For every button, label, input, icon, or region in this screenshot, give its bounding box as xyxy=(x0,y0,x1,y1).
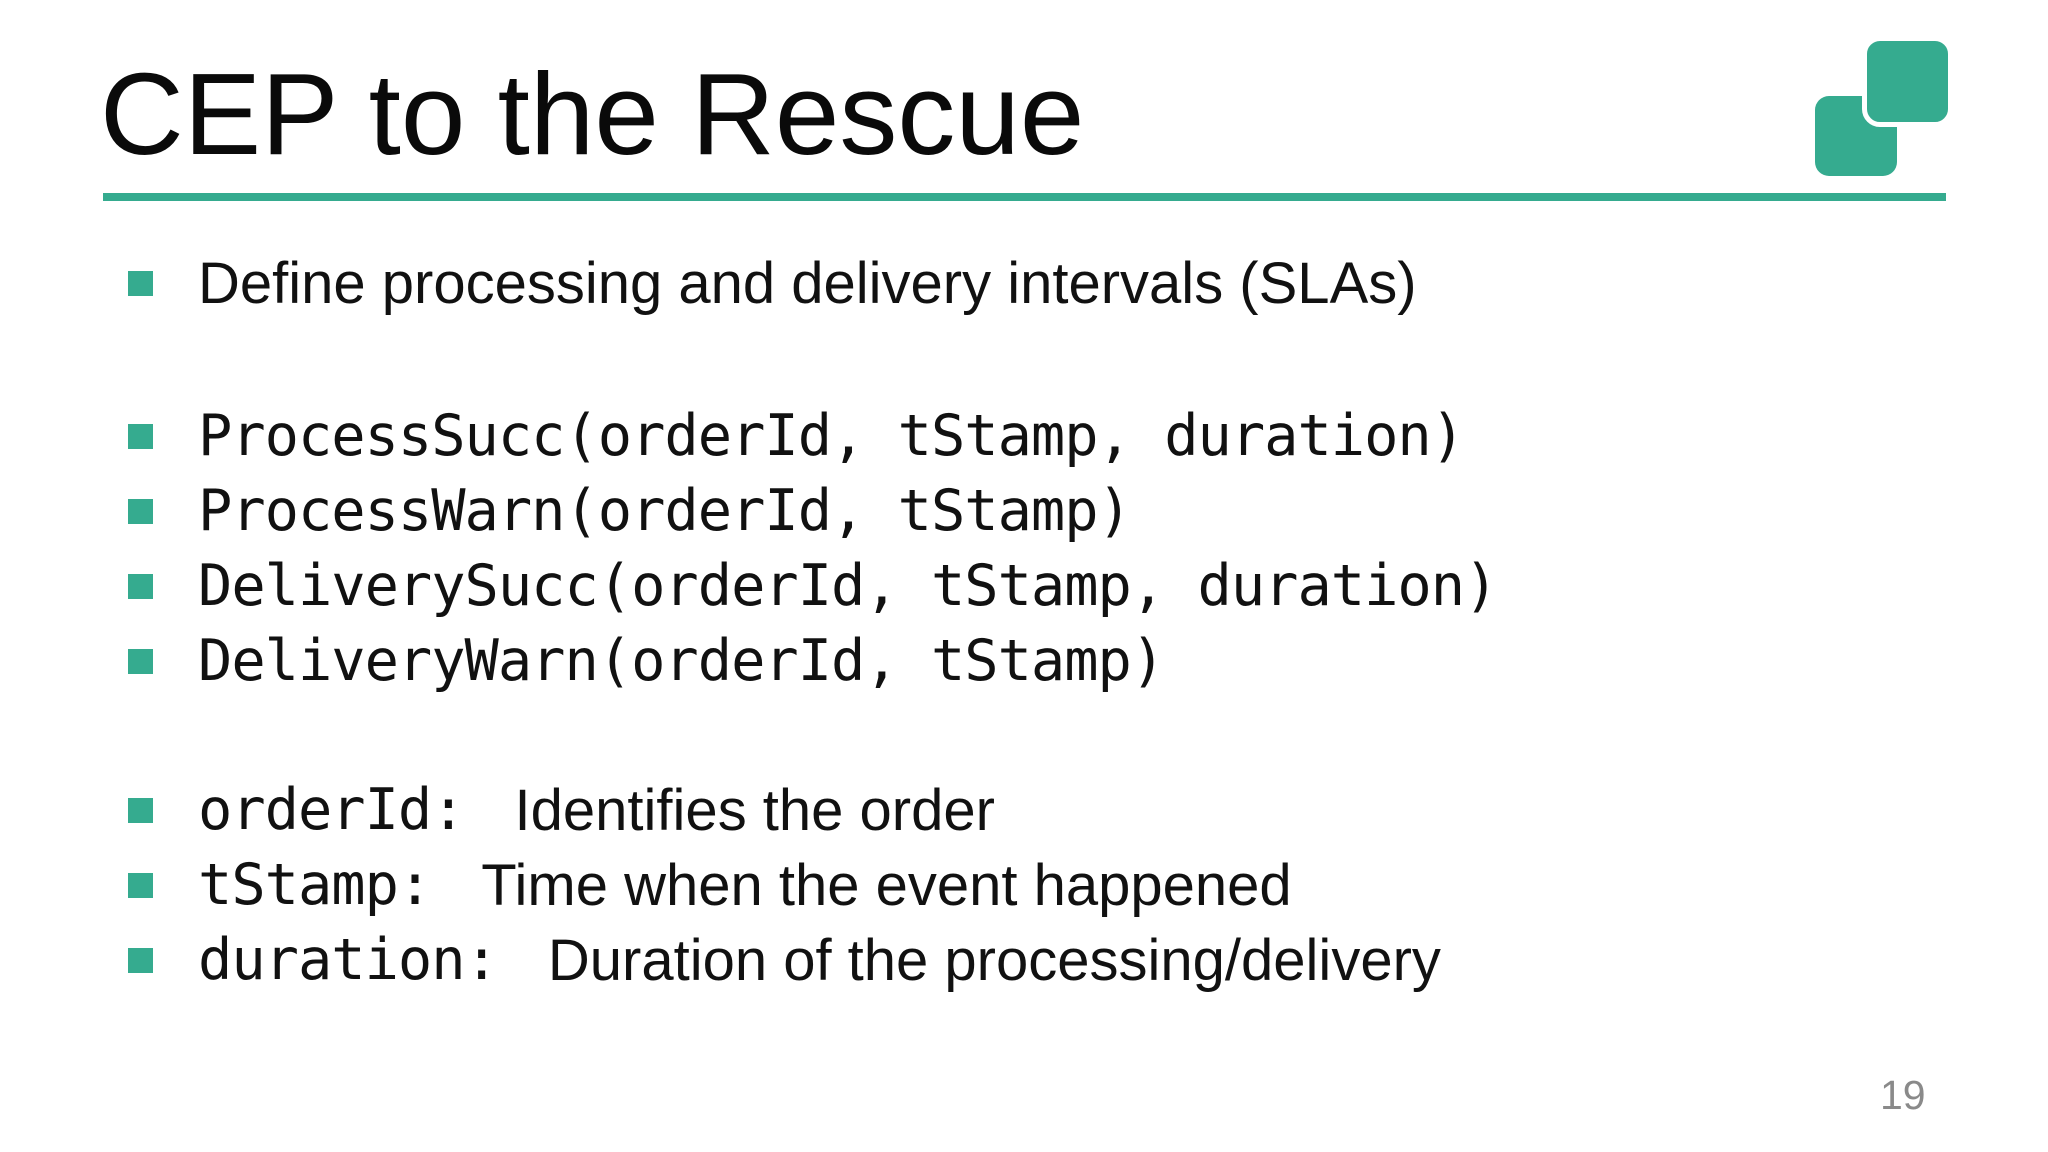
bullet-code-term: orderId: xyxy=(198,777,466,843)
bullet-square-icon xyxy=(128,797,153,823)
logo-overlapping-squares-icon xyxy=(1810,36,1960,181)
bullet-item-delivery-warn: DeliveryWarn(orderId, tStamp) xyxy=(128,623,1165,699)
bullet-text: Time when the event happened xyxy=(481,852,1292,918)
bullet-square-icon xyxy=(128,498,153,524)
bullet-item-orderid-definition: orderId: Identifies the order xyxy=(128,772,995,848)
bullet-code-term: tStamp: xyxy=(198,852,432,918)
bullet-square-icon xyxy=(128,423,153,449)
bullet-text: Duration of the processing/delivery xyxy=(547,927,1441,993)
bullet-item-process-succ: ProcessSucc(orderId, tStamp, duration) xyxy=(128,398,1465,474)
bullet-item-duration-definition: duration: Duration of the processing/del… xyxy=(128,922,1441,998)
bullet-code-text: ProcessSucc(orderId, tStamp, duration) xyxy=(198,403,1465,469)
bullet-square-icon xyxy=(128,573,153,599)
title-underline xyxy=(103,193,1946,201)
bullet-text: Identifies the order xyxy=(514,777,995,843)
bullet-item-process-warn: ProcessWarn(orderId, tStamp) xyxy=(128,473,1132,549)
bullet-code-text: DeliverySucc(orderId, tStamp, duration) xyxy=(198,553,1498,619)
bullet-item-define-slas: Define processing and delivery intervals… xyxy=(128,245,1417,321)
bullet-code-text: ProcessWarn(orderId, tStamp) xyxy=(198,478,1132,544)
bullet-item-tstamp-definition: tStamp: Time when the event happened xyxy=(128,847,1292,923)
bullet-square-icon xyxy=(128,270,153,296)
logo-front-square-icon xyxy=(1862,36,1953,127)
bullet-code-text: DeliveryWarn(orderId, tStamp) xyxy=(198,628,1165,694)
page-number: 19 xyxy=(1880,1072,1926,1118)
bullet-text: Define processing and delivery intervals… xyxy=(198,250,1417,316)
slide-title: CEP to the Rescue xyxy=(100,49,1085,179)
bullet-square-icon xyxy=(128,872,153,898)
bullet-item-delivery-succ: DeliverySucc(orderId, tStamp, duration) xyxy=(128,548,1498,624)
bullet-square-icon xyxy=(128,648,153,674)
bullet-code-term: duration: xyxy=(198,927,499,993)
bullet-square-icon xyxy=(128,947,153,973)
